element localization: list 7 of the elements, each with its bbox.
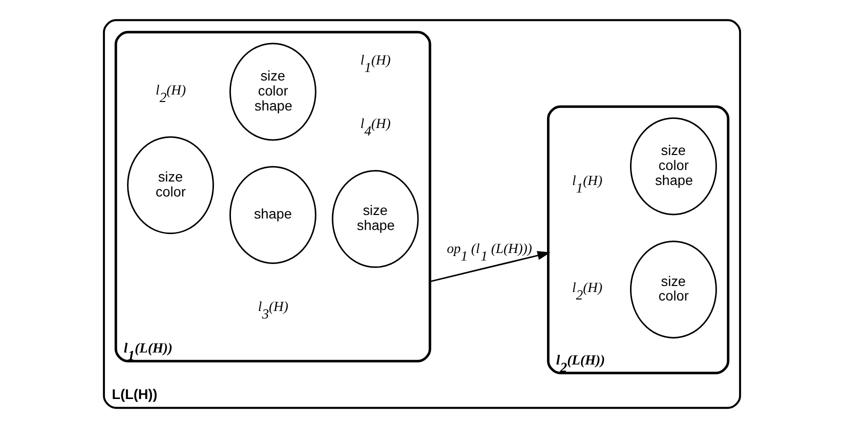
node-ellipse: shape	[228, 166, 316, 264]
node-ellipse: size shape	[331, 170, 418, 268]
arrow	[429, 251, 550, 282]
node-ellipse: size color	[630, 240, 716, 338]
node-ellipse: size color shape	[630, 117, 716, 216]
node-ellipse: size color	[126, 136, 214, 234]
node-ellipse: size color shape	[228, 42, 316, 141]
